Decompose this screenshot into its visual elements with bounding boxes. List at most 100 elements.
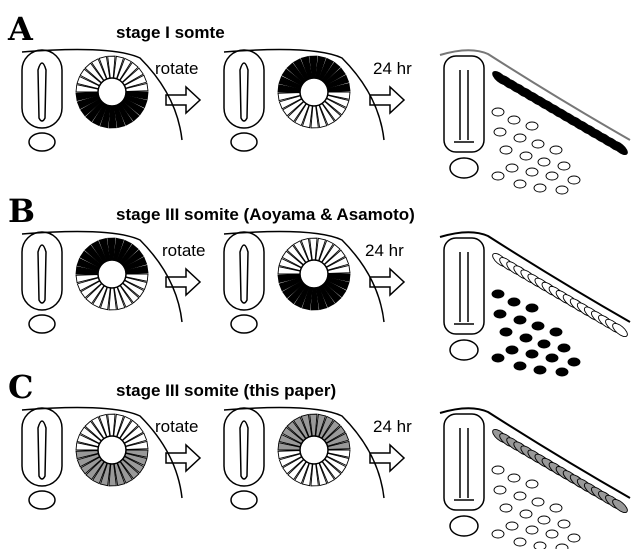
sclerotome-cell xyxy=(546,530,558,538)
sclerotome-cell xyxy=(568,358,580,366)
panel-letter: A xyxy=(7,10,34,48)
neural-tube xyxy=(22,50,62,128)
panel-title: stage III somite (Aoyama & Asamoto) xyxy=(116,205,415,224)
sclerotome-cell xyxy=(492,354,504,362)
sclerotome-cell xyxy=(556,186,568,194)
sclerotome-cell xyxy=(506,164,518,172)
rotate-label: rotate xyxy=(155,59,198,78)
sclerotome-cell xyxy=(500,146,512,154)
notochord xyxy=(450,340,478,360)
neural-tube xyxy=(224,232,264,310)
sclerotome-cell xyxy=(532,322,544,330)
sclerotome-cell xyxy=(550,328,562,336)
neural-tube-lumen xyxy=(454,428,474,500)
panel-b: B stage III somite (Aoyama & Asamoto) ro… xyxy=(8,192,630,376)
sclerotome-cell xyxy=(508,298,520,306)
rotate-label: rotate xyxy=(162,241,205,260)
process-arrow xyxy=(370,445,404,471)
sclerotome-cell xyxy=(492,530,504,538)
sclerotome-cell xyxy=(534,184,546,192)
sclerotome-cell xyxy=(514,492,526,500)
sclerotome-cell xyxy=(514,362,526,370)
neural-tube xyxy=(224,408,264,486)
sclerotome-cell xyxy=(514,180,526,188)
neural-tube-lumen xyxy=(38,245,46,303)
sclerotome-cell xyxy=(526,526,538,534)
sclerotome-cell xyxy=(494,128,506,136)
process-arrow xyxy=(370,87,404,113)
sclerotome-cell xyxy=(500,504,512,512)
sclerotome-cell xyxy=(568,534,580,542)
neural-tube-lumen xyxy=(38,421,46,479)
neural-tube-lumen xyxy=(240,421,248,479)
sclerotome-cell xyxy=(508,116,520,124)
sclerotome-cell xyxy=(514,538,526,546)
sclerotome-cell xyxy=(514,134,526,142)
panel-c: C stage III somite (this paper) rotate 2… xyxy=(8,368,630,549)
sclerotome-cell xyxy=(546,172,558,180)
neural-tube-lumen xyxy=(240,245,248,303)
sclerotome-cell xyxy=(526,304,538,312)
sclerotome-cell xyxy=(546,354,558,362)
panel-title: stage I somte xyxy=(116,23,225,42)
neural-tube-lumen xyxy=(38,63,46,121)
somite-lumen xyxy=(98,436,126,464)
incubation-time-label: 24 hr xyxy=(373,417,412,436)
neural-tube-lumen xyxy=(240,63,248,121)
sclerotome-cell xyxy=(514,316,526,324)
sclerotome-cell xyxy=(534,366,546,374)
notochord xyxy=(29,491,55,509)
neural-tube xyxy=(444,414,484,510)
neural-tube xyxy=(22,232,62,310)
sclerotome-cell xyxy=(520,334,532,342)
sclerotome-cell xyxy=(494,486,506,494)
somite-lumen xyxy=(300,78,328,106)
sclerotome-cell xyxy=(526,480,538,488)
panel-letter: C xyxy=(8,368,33,406)
sclerotome-cell xyxy=(508,474,520,482)
sclerotome-cell xyxy=(526,122,538,130)
panel-letter: B xyxy=(8,192,35,230)
rotate-label: rotate xyxy=(155,417,198,436)
sclerotome-cell xyxy=(492,290,504,298)
sclerotome-cell xyxy=(526,168,538,176)
neural-tube xyxy=(444,56,484,152)
sclerotome-cell xyxy=(558,162,570,170)
notochord xyxy=(231,315,257,333)
neural-tube xyxy=(444,238,484,334)
notochord xyxy=(450,516,478,536)
sclerotome-cell xyxy=(532,140,544,148)
sclerotome-cell xyxy=(538,516,550,524)
neural-tube xyxy=(224,50,264,128)
sclerotome-cell xyxy=(492,466,504,474)
sclerotome-cell xyxy=(550,146,562,154)
somite-lumen xyxy=(300,260,328,288)
stage-after-24hr xyxy=(440,232,630,376)
notochord xyxy=(231,491,257,509)
neural-tube-lumen xyxy=(454,70,474,142)
sclerotome-cell xyxy=(492,172,504,180)
panel-a: A stage I somte rotate 24 hr xyxy=(7,10,630,194)
sclerotome-cell xyxy=(520,510,532,518)
sclerotome-cell xyxy=(534,542,546,549)
panel-title: stage III somite (this paper) xyxy=(116,381,336,400)
sclerotome-cell xyxy=(532,498,544,506)
sclerotome-cell xyxy=(558,520,570,528)
somite-lumen xyxy=(98,260,126,288)
sclerotome-cell xyxy=(492,108,504,116)
neural-tube xyxy=(22,408,62,486)
notochord xyxy=(450,158,478,178)
sclerotome-cell xyxy=(506,522,518,530)
sclerotome-cell xyxy=(556,368,568,376)
somite-lumen xyxy=(300,436,328,464)
sclerotome-cell xyxy=(494,310,506,318)
sclerotome-cell xyxy=(526,350,538,358)
stage-after-24hr xyxy=(440,408,630,549)
neural-tube-lumen xyxy=(454,252,474,324)
sclerotome-cell xyxy=(558,344,570,352)
sclerotome-cell xyxy=(568,176,580,184)
incubation-time-label: 24 hr xyxy=(373,59,412,78)
process-arrow xyxy=(370,269,404,295)
sclerotome-cell xyxy=(520,152,532,160)
